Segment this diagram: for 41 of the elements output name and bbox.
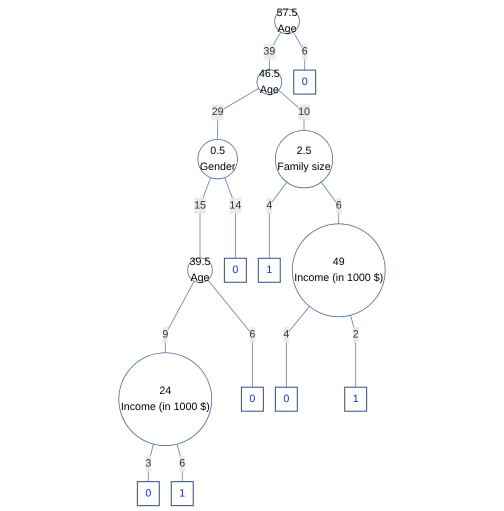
edge-label: 4 (266, 200, 272, 212)
edge-label: 9 (162, 328, 168, 340)
node-box: 1 (344, 386, 368, 412)
edge-label: 10 (298, 106, 310, 118)
edge-label: 14 (229, 200, 242, 212)
edge-label: 6 (179, 458, 186, 469)
connector (286, 306, 310, 388)
connector (164, 280, 195, 354)
edge-label: 15 (194, 200, 206, 212)
node-box: 0 (240, 386, 264, 412)
edge-label: 6 (302, 46, 308, 58)
node-box: 0 (274, 386, 298, 412)
node-box: 0 (224, 258, 247, 283)
edge-label: 6 (249, 328, 256, 340)
edge-label: 29 (212, 106, 224, 118)
node-circle: 2.5 Family size (274, 130, 334, 188)
node-circle: 39.5 Age (187, 258, 213, 284)
edge-label: 39 (263, 46, 276, 58)
edge-label: 6 (336, 200, 342, 212)
node-box: 0 (293, 70, 316, 95)
node-box: 1 (258, 258, 281, 283)
edge-label: 3 (145, 458, 152, 469)
node-circle: 57.5 Age (274, 8, 300, 34)
node-box: 1 (170, 481, 194, 506)
node-circle: 24 Income (in 1000 $) (118, 352, 212, 446)
connector (268, 182, 288, 259)
connector (350, 314, 356, 388)
connector (320, 182, 340, 224)
edge-label: 2 (352, 328, 359, 340)
connector (292, 32, 306, 70)
connector (224, 177, 236, 259)
connector (217, 88, 260, 140)
edge-label: 4 (283, 328, 290, 340)
connector (207, 279, 253, 388)
node-box: 0 (136, 481, 160, 506)
connector (268, 32, 282, 70)
connector (200, 177, 212, 258)
node-circle: 46.5 Age (256, 69, 282, 95)
node-circle: 49 Income (in 1000 $) (292, 223, 386, 318)
connector (278, 90, 304, 131)
node-circle: 0.5 Gender (197, 138, 238, 180)
